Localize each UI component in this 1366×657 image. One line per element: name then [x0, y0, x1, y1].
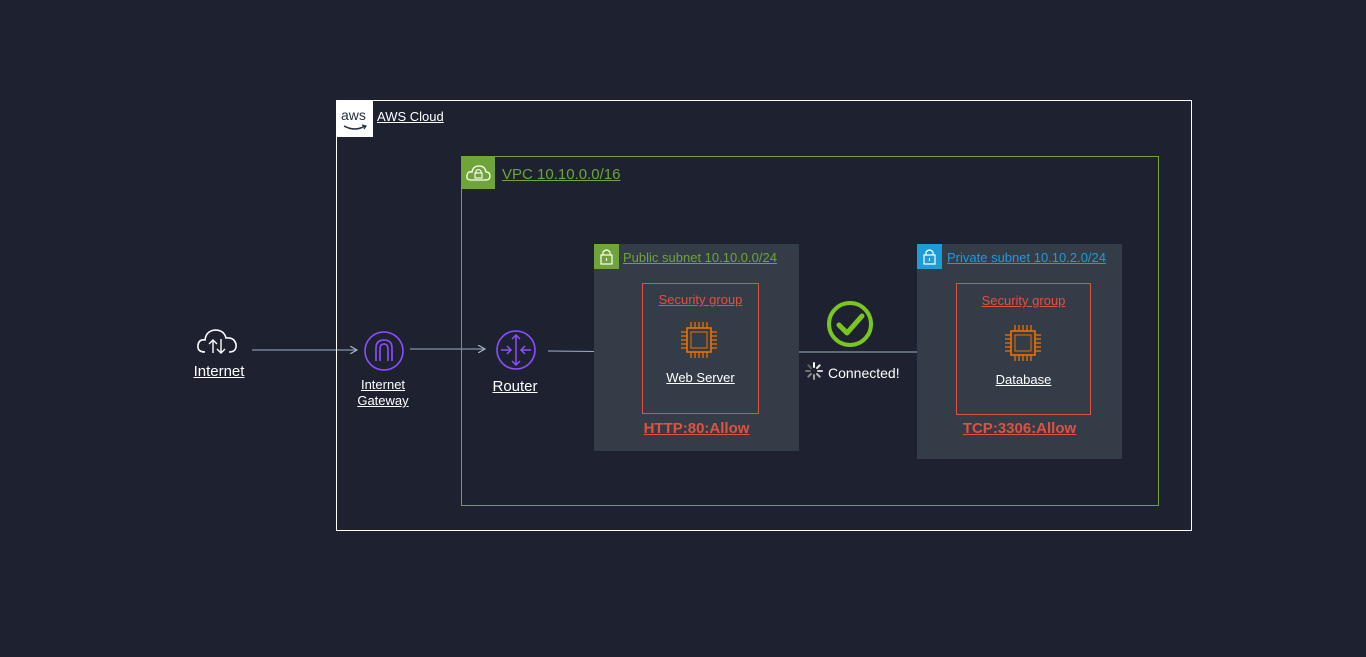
web-security-group	[642, 283, 759, 414]
public-subnet-badge	[594, 244, 619, 269]
db-sg-rule: TCP:3306:Allow	[962, 420, 1077, 437]
igw-label-line2: Gateway	[357, 393, 409, 408]
aws-logo: aws	[337, 101, 373, 137]
aws-cloud-label: AWS Cloud	[377, 109, 444, 124]
vpc-badge	[462, 157, 495, 189]
db-security-group	[956, 283, 1091, 415]
lock-icon	[600, 249, 613, 265]
internet-label: Internet	[193, 363, 245, 380]
public-subnet-label: Public subnet 10.10.0.0/24	[623, 250, 777, 265]
router-label: Router	[492, 378, 538, 395]
igw-label-line1: Internet	[360, 377, 406, 392]
vpc-group	[461, 156, 1159, 506]
connection-status-text: Connected!	[828, 365, 900, 381]
cloud-upload-icon	[197, 329, 237, 354]
private-subnet-badge	[917, 244, 942, 269]
web-sg-rule: HTTP:80:Allow	[643, 420, 750, 437]
database-label: Database	[995, 372, 1052, 387]
db-security-group-label: Security group	[981, 293, 1066, 308]
internet-gateway-icon	[364, 331, 404, 371]
spinner-icon	[805, 362, 823, 380]
lock-icon	[923, 249, 936, 265]
aws-logo-text: aws	[341, 107, 366, 123]
ec2-chip-icon	[1005, 325, 1041, 361]
check-circle-icon	[827, 301, 873, 347]
internet-gateway-label: Internet Gateway	[340, 377, 426, 409]
ec2-chip-icon	[681, 322, 717, 358]
vpc-label: VPC 10.10.0.0/16	[502, 166, 621, 183]
aws-smile-icon	[343, 124, 367, 130]
web-security-group-label: Security group	[658, 292, 743, 307]
private-subnet-label: Private subnet 10.10.2.0/24	[947, 250, 1107, 265]
web-server-label: Web Server	[666, 370, 735, 385]
vpc-cloud-lock-icon	[466, 165, 491, 181]
router-icon	[496, 330, 536, 370]
aws-cloud-group	[336, 100, 1192, 531]
